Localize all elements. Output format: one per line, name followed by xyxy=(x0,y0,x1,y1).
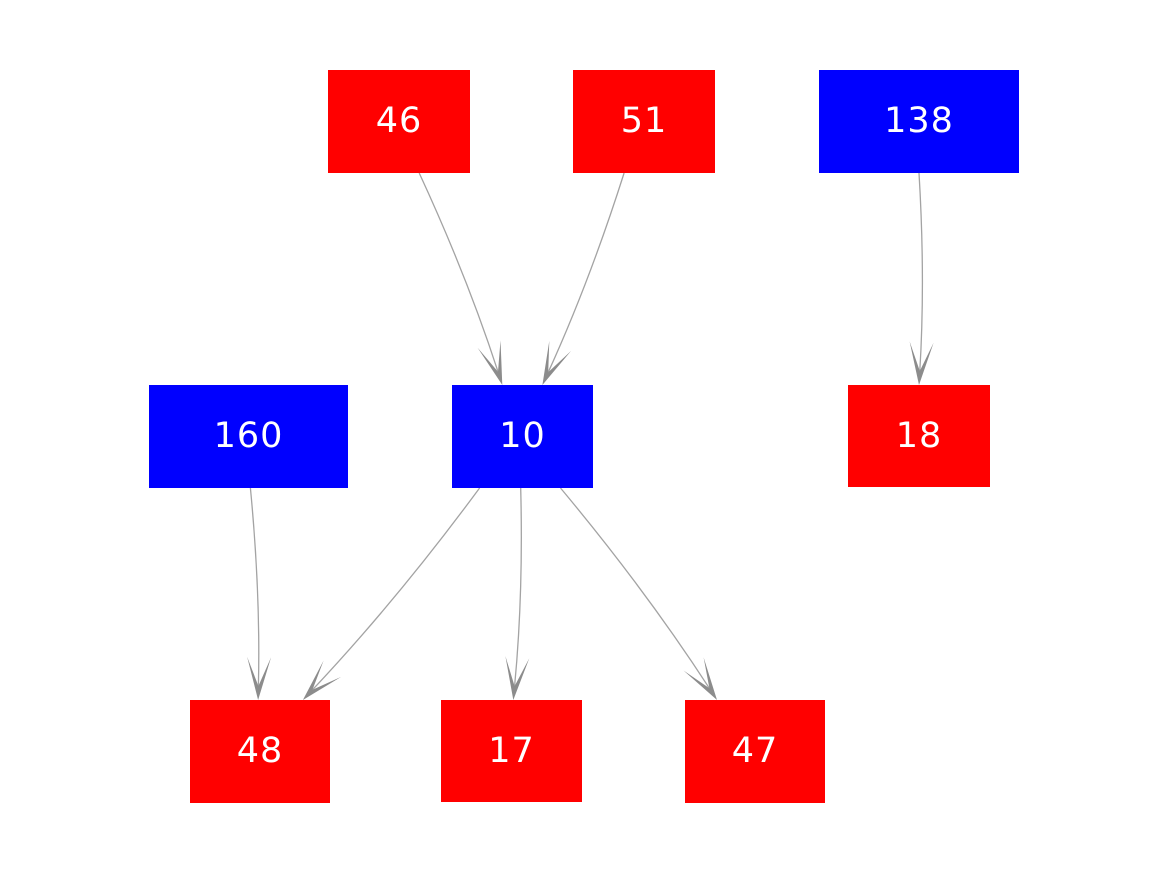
node-label-47: 47 xyxy=(731,731,779,771)
arrowhead-160-48 xyxy=(247,656,272,700)
graph-node-18: 18 xyxy=(848,385,990,487)
node-label-51: 51 xyxy=(620,101,668,141)
edge-51-10 xyxy=(547,172,625,373)
edge-10-47 xyxy=(560,487,710,689)
graph-node-46: 46 xyxy=(328,70,470,173)
node-label-48: 48 xyxy=(236,731,284,771)
edge-10-48 xyxy=(312,487,481,691)
node-label-10: 10 xyxy=(499,416,546,456)
node-label-160: 160 xyxy=(213,416,284,456)
edge-160-48 xyxy=(249,487,260,687)
arrowhead-10-17 xyxy=(505,656,530,700)
edge-138-18 xyxy=(918,172,924,372)
edge-46-10 xyxy=(418,172,499,372)
graph-node-17: 17 xyxy=(441,700,582,802)
arrowhead-138-18 xyxy=(909,341,934,385)
graph-node-138: 138 xyxy=(819,70,1019,173)
arrowhead-46-10 xyxy=(477,340,503,385)
arrowhead-10-48 xyxy=(302,660,342,700)
node-label-46: 46 xyxy=(375,101,423,141)
graph-node-47: 47 xyxy=(685,700,825,803)
graph-node-160: 160 xyxy=(149,385,348,488)
node-label-18: 18 xyxy=(895,415,943,456)
arrowhead-10-47 xyxy=(683,657,717,700)
edge-10-17 xyxy=(513,487,522,687)
arrowhead-51-10 xyxy=(542,340,572,385)
node-label-17: 17 xyxy=(488,730,535,771)
graph-node-51: 51 xyxy=(573,70,715,173)
graph-node-48: 48 xyxy=(190,700,330,803)
graph-node-10: 10 xyxy=(452,385,593,488)
node-label-138: 138 xyxy=(884,101,954,141)
